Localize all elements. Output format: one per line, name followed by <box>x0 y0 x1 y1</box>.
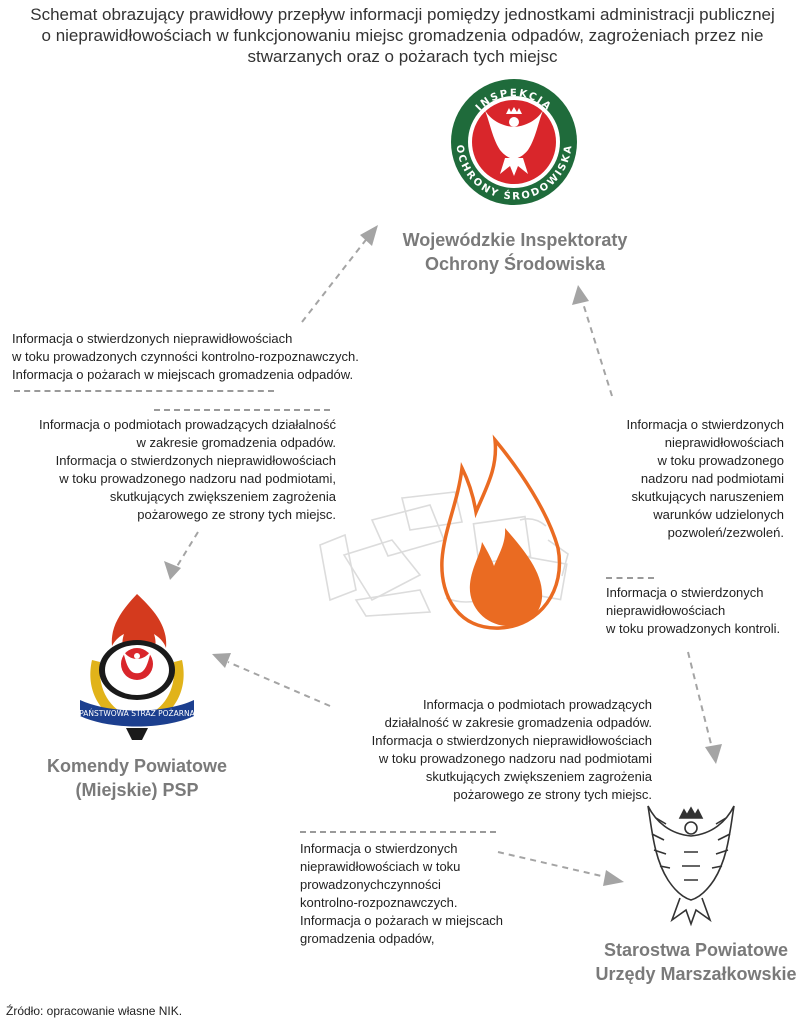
flow-text-line: gromadzenia odpadów, <box>300 931 435 946</box>
flow-text-line: skutkujących zwiększeniem zagrożenia <box>425 769 652 784</box>
arrow-psp-to-starostwa <box>497 851 624 886</box>
diagram-title: Schemat obrazujący prawidłowy przepływ i… <box>0 4 805 67</box>
flow-text-line: Informacja o pożarach w miejscach gromad… <box>12 367 354 382</box>
flow-text-line: nieprawidłowościach w toku <box>300 859 461 874</box>
flow-wios-to-psp: Informacja o podmiotach prowadzących dzi… <box>10 416 336 524</box>
node-wios-label: Wojewódzkie Inspektoraty Ochrony Środowi… <box>380 228 650 276</box>
psp-logo: PAŃSTWOWA STRAŻ POŻARNA <box>79 594 196 740</box>
flow-text-line: Informacja o pożarach w miejscach <box>300 913 504 928</box>
node-label-line: Starostwa Powiatowe <box>603 940 789 960</box>
flow-psp-to-starostwa: Informacja o stwierdzonych nieprawidłowo… <box>300 840 503 948</box>
flow-starostwa-to-wios: Informacja o stwierdzonych nieprawidłowo… <box>602 416 784 542</box>
node-starostwa-label: Starostwa Powiatowe Urzędy Marszałkowski… <box>590 938 802 986</box>
arrow-wios-to-psp <box>164 531 199 580</box>
flow-text-line: Informacja o podmiotach prowadzących <box>422 697 652 712</box>
flow-text-line: Informacja o podmiotach prowadzących dzi… <box>39 417 336 432</box>
flow-text-line: Informacja o stwierdzonych nieprawidłowo… <box>12 331 293 346</box>
node-label-line: Komendy Powiatowe <box>46 756 228 776</box>
wios-logo: INSPEKCJA OCHRONY ŚRODOWISKA <box>451 79 577 205</box>
title-line: o nieprawidłowościach w funkcjonowaniu m… <box>41 26 764 45</box>
flow-text-line: w zakresie gromadzenia odpadów. <box>136 435 336 450</box>
flow-text-line: warunków udzielonych <box>653 507 784 522</box>
flow-text-line: nieprawidłowościach <box>606 603 726 618</box>
title-line: stwarzanych oraz o pożarach tych miejsc <box>247 47 558 66</box>
arrow-wios-to-starostwa <box>687 651 722 764</box>
divider <box>14 390 274 392</box>
flow-text-line: skutkujących zwiększeniem zagrożenia <box>109 489 336 504</box>
flow-text-line: Informacja o stwierdzonych nieprawidłowo… <box>55 453 336 468</box>
arrow-starostwa-to-wios <box>572 285 613 397</box>
flow-text-line: pozwoleń/zezwoleń. <box>667 525 784 540</box>
flow-wios-to-starostwa: Informacja o stwierdzonych nieprawidłowo… <box>606 584 780 638</box>
flow-text-line: skutkujących naruszeniem <box>631 489 784 504</box>
flow-text-line: prowadzonychczynności <box>300 877 441 892</box>
psp-logo-band-text: PAŃSTWOWA STRAŻ POŻARNA <box>79 709 195 718</box>
flow-starostwa-to-psp: Informacja o podmiotach prowadzących dzi… <box>326 696 652 804</box>
divider <box>154 409 330 411</box>
eagle-icon <box>122 648 152 674</box>
flow-text-line: w toku prowadzonych kontroli. <box>606 621 781 636</box>
divider <box>300 831 496 833</box>
fire-illustration <box>319 434 569 630</box>
node-psp-label: Komendy Powiatowe (Miejskie) PSP <box>20 754 254 802</box>
flow-text-line: w toku prowadzonego nadzoru nad podmiota… <box>59 471 336 486</box>
flow-text-line: pożarowego ze strony tych miejsc. <box>137 507 336 522</box>
flow-text-line: Informacja o stwierdzonych <box>626 417 784 432</box>
source-note: Źródło: opracowanie własne NIK. <box>6 1004 183 1018</box>
polish-eagle-icon <box>647 805 735 927</box>
node-label-line: (Miejskie) PSP <box>75 780 199 800</box>
flow-text-line: w toku prowadzonego nadzoru nad podmiota… <box>378 751 652 766</box>
flow-text-line: kontrolno-rozpoznawczych. <box>300 895 458 910</box>
flow-text-line: pożarowego ze strony tych miejsc. <box>453 787 652 802</box>
title-line: Schemat obrazujący prawidłowy przepływ i… <box>30 5 775 24</box>
flow-text-line: Informacja o stwierdzonych <box>606 585 764 600</box>
flow-text-line: Informacja o stwierdzonych nieprawidłowo… <box>371 733 652 748</box>
flow-text-line: nieprawidłowościach <box>664 435 784 450</box>
node-label-line: Ochrony Środowiska <box>424 254 606 274</box>
node-label-line: Wojewódzkie Inspektoraty <box>402 230 628 250</box>
arrow-psp-to-wios <box>301 225 378 323</box>
eagle-icon <box>484 107 544 176</box>
flow-text-line: nadzoru nad podmiotami <box>640 471 784 486</box>
node-label-line: Urzędy Marszałkowskie <box>595 964 797 984</box>
flow-text-line: w toku prowadzonego <box>657 453 784 468</box>
arrow-starostwa-to-psp <box>212 653 331 707</box>
flow-text-line: w toku prowadzonych czynności kontrolno-… <box>12 349 359 364</box>
divider <box>606 577 654 579</box>
flow-text-line: działalność w zakresie gromadzenia odpad… <box>384 715 652 730</box>
flow-psp-to-wios: Informacja o stwierdzonych nieprawidłowo… <box>12 330 359 384</box>
flow-text-line: Informacja o stwierdzonych <box>300 841 458 856</box>
